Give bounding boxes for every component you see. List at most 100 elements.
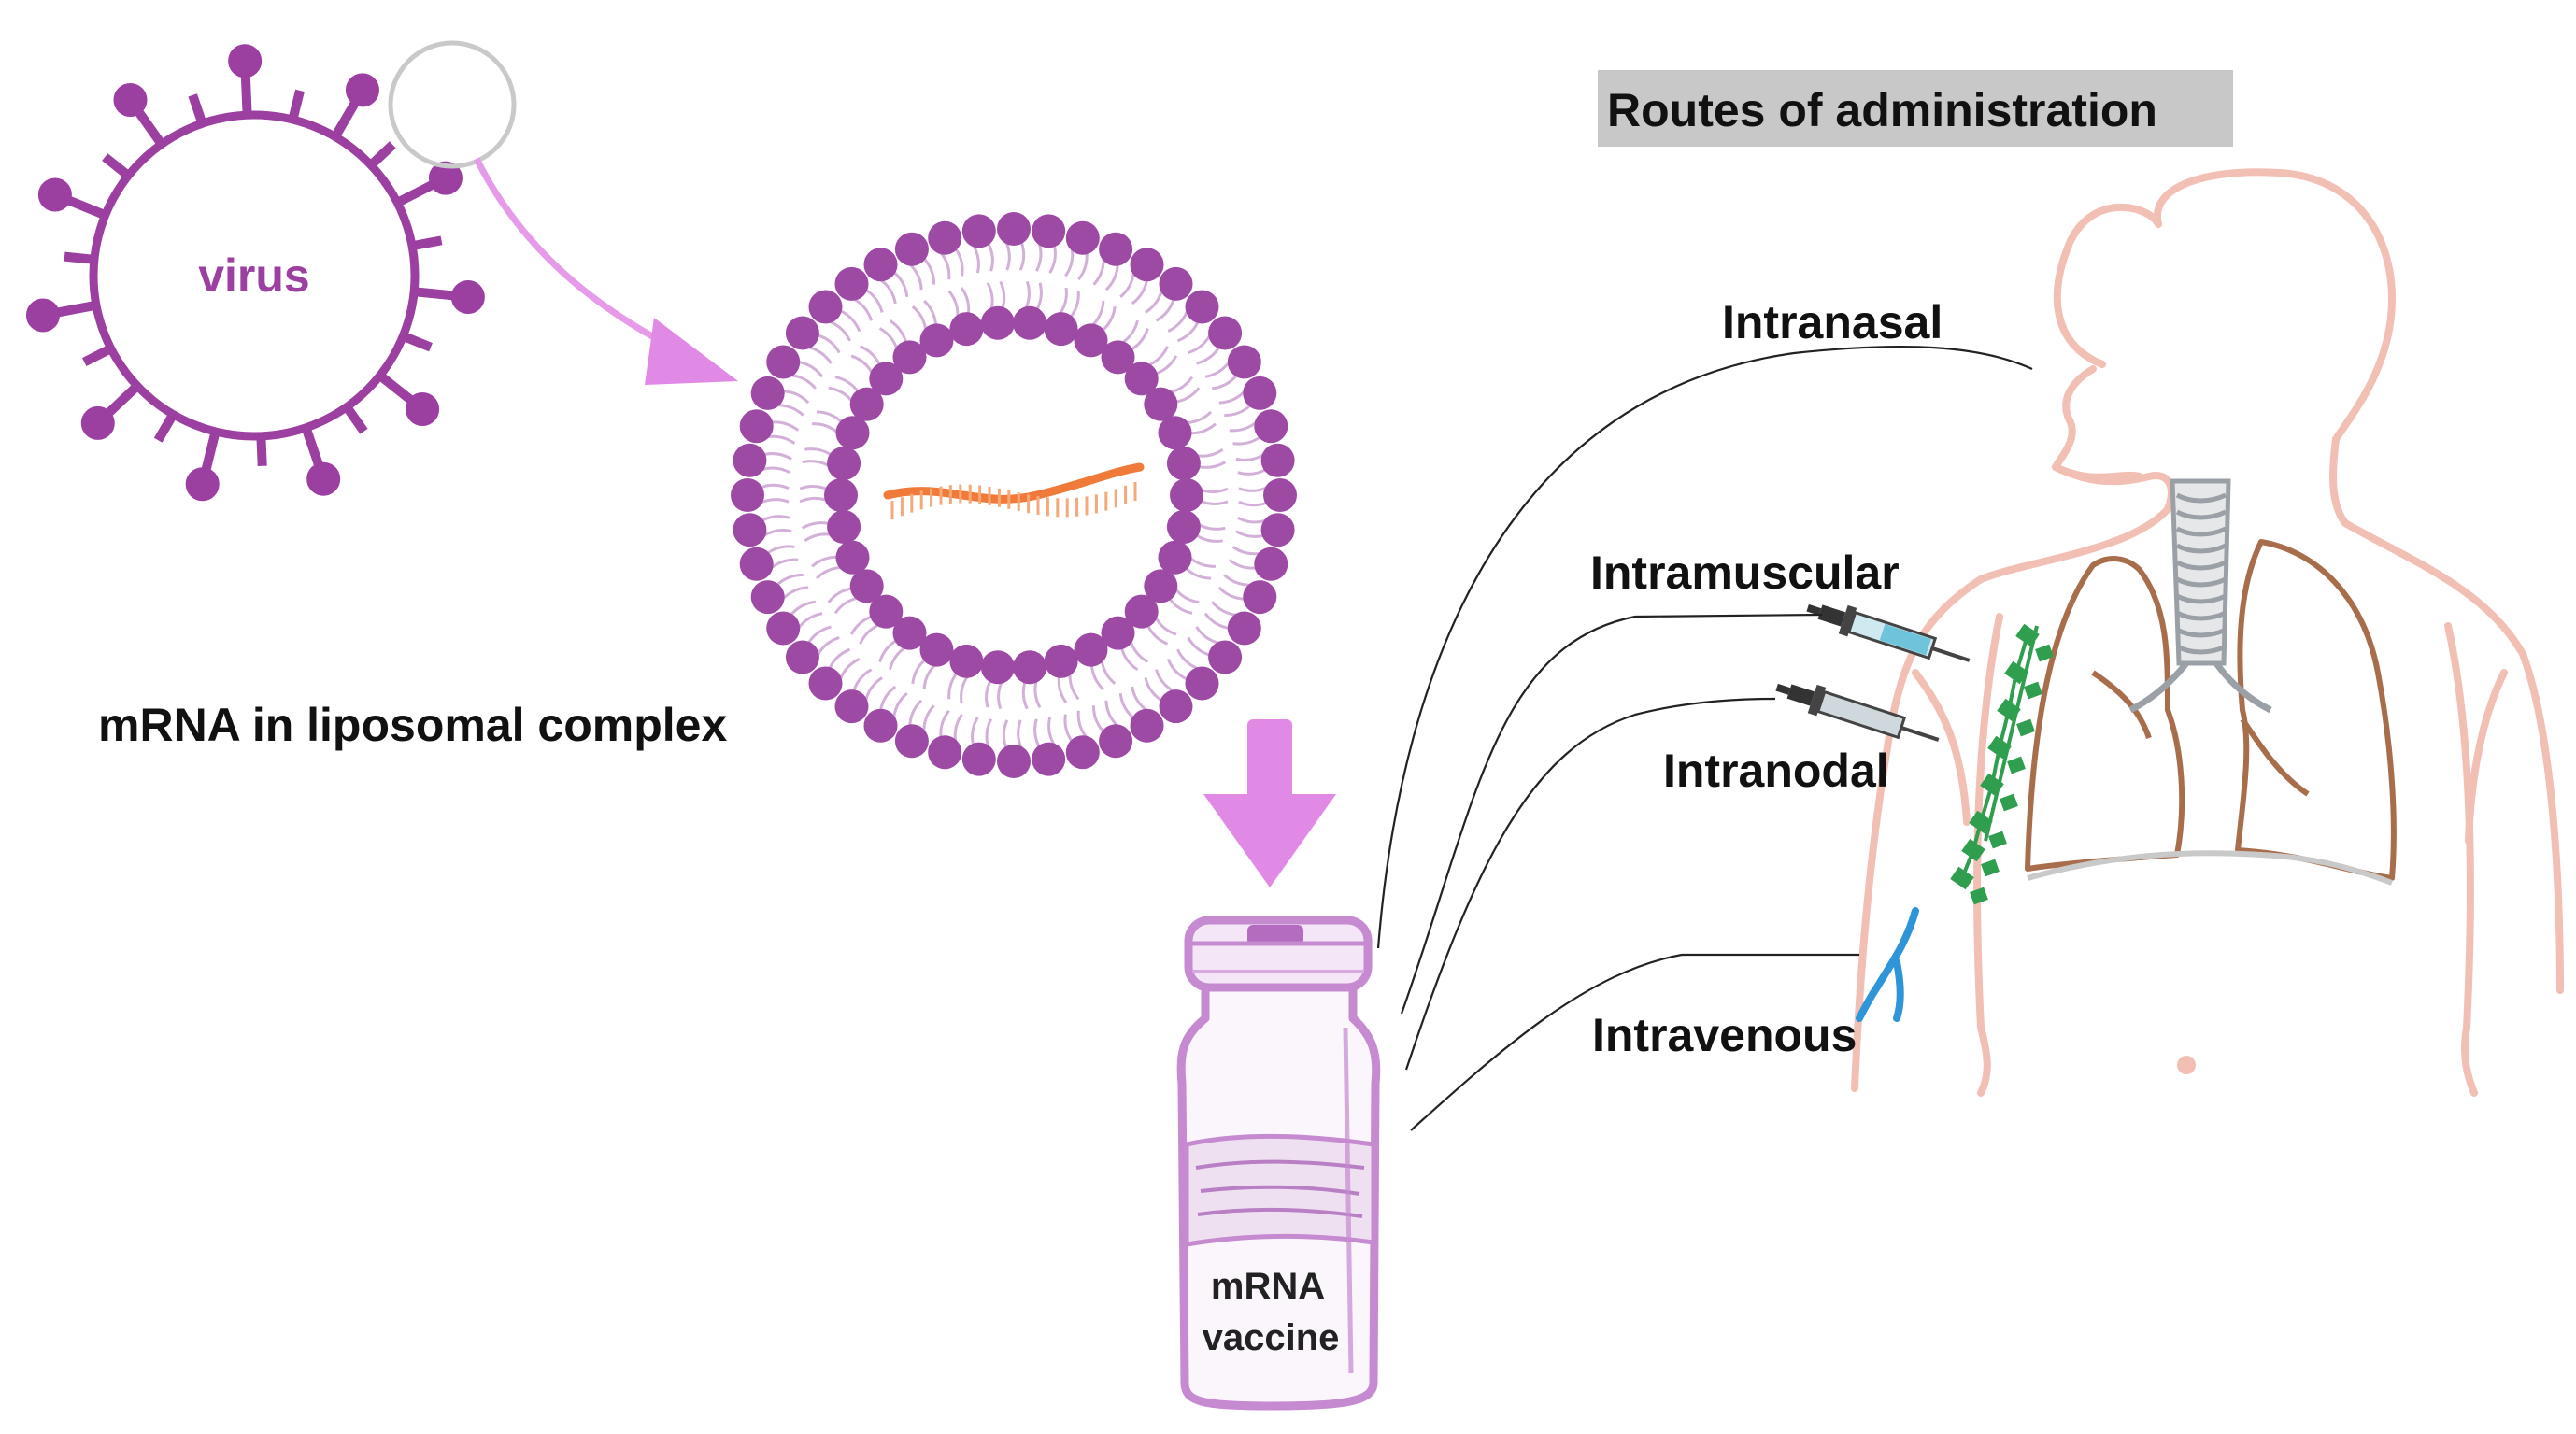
- trachea-ring: [2175, 644, 2227, 655]
- trachea-ring: [2175, 610, 2227, 621]
- lipid-tail: [971, 717, 979, 745]
- lipid-tail: [892, 271, 909, 298]
- routes-title: Routes of administration: [1598, 70, 2233, 147]
- lipid-head: [1065, 735, 1100, 770]
- virus-spike-knob: [228, 44, 263, 78]
- lipid-tail: [987, 242, 994, 272]
- lipid-tail: [1204, 361, 1231, 378]
- lipid-head: [949, 644, 984, 678]
- lipid-tail: [1100, 659, 1117, 685]
- lipid-head: [1074, 632, 1108, 667]
- lipid-tail: [1034, 242, 1043, 272]
- lipid-tail: [1188, 422, 1217, 435]
- lipid-head: [827, 510, 861, 544]
- lipid-tail: [1077, 252, 1089, 281]
- vein: [1856, 907, 1919, 1022]
- connector-intranodal: [1404, 697, 1776, 1071]
- lipid-tail: [1195, 447, 1224, 458]
- lipid-tail: [953, 713, 963, 743]
- lipid-tail: [1166, 658, 1188, 681]
- lipid-head: [750, 376, 785, 410]
- lipid-head: [863, 708, 898, 743]
- lipid-tail: [815, 565, 843, 580]
- lipid-tail: [1176, 648, 1199, 671]
- lipid-tail: [762, 529, 792, 537]
- lipid-head: [1044, 312, 1078, 347]
- lipid-tail: [1224, 404, 1252, 418]
- lipid-tail: [1176, 320, 1200, 343]
- lipid-tail: [1034, 282, 1043, 312]
- lipid-head: [919, 323, 954, 358]
- lipid-tail: [985, 678, 993, 708]
- lipid-tail: [816, 410, 844, 424]
- lipid-head: [1032, 742, 1066, 776]
- trachea-ring: [2175, 543, 2227, 554]
- lipid-head: [892, 340, 927, 375]
- lipid-tail: [1188, 334, 1212, 355]
- lipid-tail: [1104, 700, 1119, 728]
- lipid-tail: [1120, 319, 1139, 345]
- lipid-tail: [864, 288, 884, 313]
- lipid-tail: [1155, 298, 1175, 322]
- lipid-head: [961, 742, 996, 776]
- lipid-tail: [908, 263, 923, 291]
- lipid-tail: [1033, 679, 1042, 709]
- lipid-head: [869, 594, 904, 629]
- lipid-tail: [1235, 453, 1265, 461]
- lipid-tail: [828, 386, 854, 404]
- lipid-head: [863, 248, 898, 282]
- lipid-tail: [911, 305, 928, 332]
- lipid-tail: [1235, 530, 1264, 538]
- trachea-ring: [2175, 492, 2227, 504]
- virus-spike: [411, 235, 443, 251]
- lipid-tail: [776, 573, 804, 587]
- virus-spike: [64, 251, 95, 264]
- lipid-heads: [731, 212, 1297, 778]
- lipid-head: [1159, 266, 1193, 301]
- lipid-head: [919, 632, 954, 667]
- virus-spike-knob: [113, 83, 148, 118]
- lipid-head: [1032, 214, 1066, 248]
- lipid-tail: [985, 718, 993, 748]
- lipid-tail: [1068, 672, 1080, 701]
- lipid-head: [824, 478, 858, 512]
- lipid-head: [1243, 376, 1277, 410]
- lipid-tail: [811, 555, 839, 568]
- lipid-tail: [763, 452, 792, 461]
- trachea-ring: [2175, 576, 2227, 588]
- virus-spike: [153, 412, 178, 443]
- lipid-tail: [1118, 692, 1135, 719]
- lipid-head: [1101, 616, 1135, 650]
- lipid-head: [785, 316, 819, 350]
- lipid-tail: [771, 420, 800, 432]
- lipid-tail: [1033, 718, 1041, 748]
- lipid-head: [928, 735, 962, 770]
- lipid-tail: [790, 374, 817, 390]
- lipid-tail: [923, 299, 938, 327]
- lipid-tail: [1187, 636, 1211, 657]
- lipid-tail: [839, 309, 861, 333]
- lipid-tail: [1195, 626, 1220, 645]
- trachea-ring: [2175, 509, 2227, 520]
- trachea-ring: [2175, 560, 2227, 571]
- lipid-tail: [766, 434, 796, 445]
- virus-spike: [102, 153, 132, 179]
- lipid-head: [1144, 387, 1178, 421]
- lipid-tail: [804, 447, 833, 457]
- lipid-tail: [879, 685, 897, 711]
- lipid-head: [1130, 248, 1164, 282]
- lipid-tail: [1153, 615, 1177, 636]
- lipid-head: [834, 266, 869, 301]
- vial-label-line1: mRNA: [1211, 1266, 1325, 1307]
- lipid-tail: [760, 498, 790, 504]
- lipid-tail: [1017, 719, 1023, 749]
- lipid-tail: [782, 390, 810, 405]
- lipid-tail: [804, 532, 833, 543]
- lipid-tail: [939, 251, 951, 280]
- trachea-ring: [2175, 593, 2227, 604]
- lipid-head: [894, 724, 929, 759]
- lipid-tail: [889, 646, 907, 671]
- lipid-tail: [1228, 559, 1257, 570]
- lipid-tail: [1229, 420, 1258, 433]
- route-intravenous: Intravenous: [1592, 1009, 1857, 1061]
